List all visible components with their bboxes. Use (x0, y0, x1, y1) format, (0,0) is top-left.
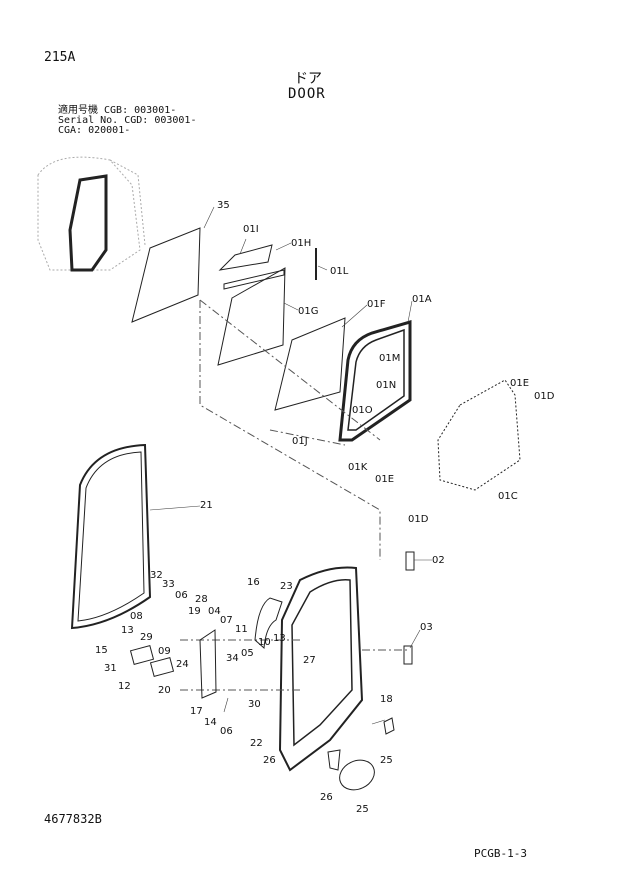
callout-label: 01E (510, 378, 529, 389)
callout-label: 01E (375, 474, 394, 485)
cover-25 (339, 759, 375, 791)
glass-01G (217, 267, 286, 366)
serial-line: 適用号機 CGB: 003001- (58, 105, 177, 116)
serial-line: CGA: 020001- (58, 125, 131, 136)
serial-number-block: 適用号機 CGB: 003001- Serial No. CGD: 003001… (58, 106, 196, 136)
callout-label: 25 (380, 755, 393, 766)
callout-label: 13 (121, 625, 134, 636)
callout-label: 10 (258, 637, 271, 648)
callout-label: 08 (130, 611, 143, 622)
callout-label: 34 (226, 653, 239, 664)
hinge-03 (403, 645, 413, 665)
callout-label: 01N (376, 380, 396, 391)
callout-label: 06 (175, 590, 188, 601)
part-31 (199, 629, 217, 699)
callout-label: 01K (348, 462, 368, 473)
door-frame (278, 566, 364, 772)
callout-label: 01C (498, 491, 518, 502)
callout-label: 01J (292, 436, 308, 447)
glass-35 (131, 227, 201, 323)
callout-label: 18 (380, 694, 393, 705)
callout-label: 33 (162, 579, 175, 590)
callout-label: 01D (534, 391, 555, 402)
title-english: DOOR (288, 86, 326, 102)
callout-label: 01L (330, 266, 349, 277)
callout-label: 26 (320, 792, 333, 803)
callout-label: 02 (432, 555, 445, 566)
seal-01I (218, 244, 273, 271)
callout-label: 16 (247, 577, 260, 588)
callout-label: 22 (250, 738, 263, 749)
callout-label: 01H (291, 238, 311, 249)
callout-label: 13 (273, 633, 286, 644)
callout-label: 30 (248, 699, 261, 710)
callout-label: 05 (241, 648, 254, 659)
callout-label: 01I (243, 224, 259, 235)
callout-label: 25 (356, 804, 369, 815)
callout-labels: 35 01I 01H 01L 01G 01F 01A 01M 01N 01O 0… (95, 200, 555, 815)
plate-22 (383, 717, 395, 735)
cab-thumbnail (37, 156, 146, 271)
page-code: PCGB-1-3 (474, 847, 527, 860)
callout-label: 19 (188, 606, 201, 617)
door-seal-21 (70, 443, 152, 630)
callout-label: 32 (150, 570, 163, 581)
panel-01E (437, 379, 521, 491)
callout-label: 15 (95, 645, 108, 656)
callout-label: 21 (200, 500, 213, 511)
callout-label: 11 (235, 624, 248, 635)
model-label: 215A (44, 50, 76, 65)
title-japanese: ドア (294, 71, 322, 87)
document-number: 4677832B (44, 812, 102, 826)
glass-01F (274, 317, 346, 411)
callout-label: 06 (220, 726, 233, 737)
lock-26 (327, 749, 341, 771)
callout-label: 20 (158, 685, 171, 696)
callout-label: 14 (204, 717, 217, 728)
hinge-02 (405, 551, 415, 571)
callout-label: 01F (367, 299, 386, 310)
callout-label: 31 (104, 663, 117, 674)
callout-label: 09 (158, 646, 171, 657)
callout-label: 01D (408, 514, 429, 525)
cab-thumbnail-door (68, 174, 108, 272)
callout-label: 01O (352, 405, 373, 416)
leader-lines (149, 206, 432, 725)
callout-label: 07 (220, 615, 233, 626)
callout-label: 01A (412, 294, 432, 305)
callout-label: 04 (208, 606, 221, 617)
callout-label: 29 (140, 632, 153, 643)
callout-label: 03 (420, 622, 433, 633)
part-10 (129, 645, 155, 665)
serial-line: Serial No. CGD: 003001- (58, 115, 197, 126)
frame-01A (338, 320, 412, 442)
callout-label: 01G (298, 306, 318, 317)
callout-label: 12 (118, 681, 131, 692)
callout-label: 35 (217, 200, 230, 211)
callout-label: 27 (303, 655, 316, 666)
callout-label: 01M (379, 353, 400, 364)
callout-label: 28 (195, 594, 208, 605)
callout-label: 26 (263, 755, 276, 766)
callout-label: 17 (190, 706, 203, 717)
callout-label: 24 (176, 659, 189, 670)
handle-23 (254, 597, 283, 650)
part-27 (149, 657, 175, 677)
callout-label: 23 (280, 581, 293, 592)
